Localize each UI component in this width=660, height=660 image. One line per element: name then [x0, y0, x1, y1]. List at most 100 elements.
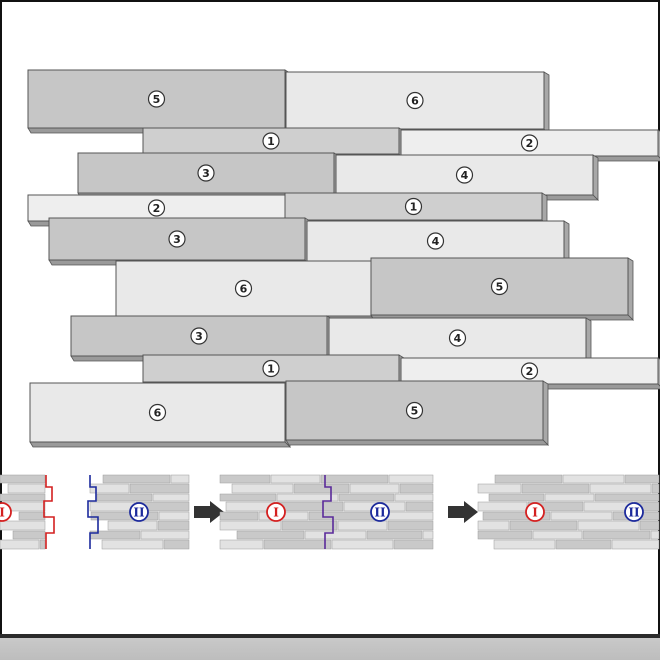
mini-panel — [493, 539, 556, 550]
mini-panel — [107, 520, 158, 531]
mini-panel — [399, 483, 434, 494]
mini-panel — [219, 493, 277, 502]
panel-number-label: 5 — [411, 405, 419, 418]
panel-5: 5 — [370, 257, 634, 321]
panel-number-badge — [520, 362, 539, 380]
mini-panel — [102, 474, 171, 484]
panel-number-badge — [262, 359, 280, 378]
panel-number-label: 5 — [153, 93, 161, 106]
panel-6: 6 — [285, 71, 550, 135]
mini-panel — [482, 511, 551, 521]
mini-panel — [12, 530, 46, 540]
mini-panel — [263, 539, 332, 550]
section-label: I — [273, 506, 279, 520]
panel-5: 5 — [27, 69, 291, 134]
panel-number-label: 4 — [461, 169, 469, 182]
section-edge-outline — [87, 475, 99, 549]
mini-panel — [509, 520, 578, 531]
section-badge — [624, 502, 644, 522]
mini-panel — [163, 539, 190, 550]
panel-number-label: 4 — [454, 332, 462, 345]
section-label: II — [133, 506, 145, 520]
mini-panel — [39, 539, 46, 550]
mini-panel — [521, 483, 590, 494]
panel-6: 6 — [29, 382, 291, 448]
mini-panel — [0, 493, 46, 502]
mini-panel — [331, 539, 394, 550]
panel-3: 3 — [70, 315, 333, 362]
mini-panel — [337, 520, 388, 531]
panel-number-label: 2 — [526, 365, 534, 378]
panel-number-label: 3 — [173, 233, 181, 246]
mini-panel — [275, 501, 344, 512]
mini-panel — [0, 474, 46, 484]
panel-number-label: 1 — [267, 363, 275, 376]
panel-number-badge — [455, 166, 474, 184]
arrow-right-icon — [448, 501, 478, 523]
panel-number-label: 6 — [154, 407, 162, 420]
mini-panel — [366, 530, 423, 540]
mini-panel — [611, 539, 660, 550]
mini-panel — [101, 539, 164, 550]
mini-panel — [338, 493, 395, 502]
mini-panel — [387, 520, 434, 531]
panel-side-face — [585, 317, 592, 364]
mini-panel — [494, 474, 563, 484]
mini-panel — [477, 520, 510, 531]
panel-number-label: 6 — [240, 283, 248, 296]
mini-panel — [477, 501, 528, 512]
mini-panel — [231, 483, 294, 494]
section-badge — [525, 502, 545, 522]
mini-panel — [562, 474, 625, 484]
mini-panel — [477, 483, 522, 494]
panel-bottom-face — [285, 439, 549, 446]
mini-panel — [477, 530, 533, 540]
panel-3: 3 — [77, 152, 340, 199]
mini-panel — [488, 493, 545, 502]
panel-number-badge — [147, 90, 166, 108]
panel-5: 5 — [285, 380, 549, 446]
section-label: I — [532, 506, 538, 520]
mini-panel — [276, 493, 339, 502]
panel-number-badge — [520, 134, 539, 152]
mini-panel — [550, 511, 613, 521]
panel-number-badge — [234, 279, 253, 298]
mini-panel — [219, 511, 259, 521]
mini-panel — [18, 511, 46, 521]
mini-panel — [89, 483, 130, 494]
mini-panel — [651, 483, 660, 494]
panel-side-face — [542, 380, 549, 446]
mini-panel — [582, 530, 651, 540]
panel-number-badge — [190, 327, 208, 345]
mini-panel — [544, 493, 595, 502]
mini-panel — [349, 483, 400, 494]
mini-panel — [158, 511, 190, 521]
mini-panel — [90, 511, 159, 521]
panel-number-badge — [262, 132, 280, 150]
mini-panel — [96, 493, 153, 502]
panel-number-badge — [426, 232, 445, 250]
mini-panel — [532, 530, 583, 540]
mini-panel — [7, 483, 46, 494]
mini-panel — [152, 493, 190, 502]
mini-panel — [304, 530, 367, 540]
mini-panel — [270, 474, 321, 484]
section-label: I — [0, 506, 5, 520]
mini-panel — [639, 520, 660, 531]
panel-3: 3 — [48, 217, 311, 266]
mini-panel — [650, 530, 660, 540]
panel-number-label: 5 — [496, 281, 504, 294]
arrow-right-icon — [194, 501, 224, 523]
bottom-bar — [0, 634, 660, 660]
mini-panel — [594, 493, 660, 502]
panel-side-face — [592, 154, 599, 201]
mini-panel — [422, 530, 434, 540]
panel-number-label: 4 — [432, 235, 440, 248]
panel-number-label: 2 — [526, 137, 534, 150]
panel-number-badge — [148, 403, 167, 422]
mini-panel — [577, 520, 640, 531]
